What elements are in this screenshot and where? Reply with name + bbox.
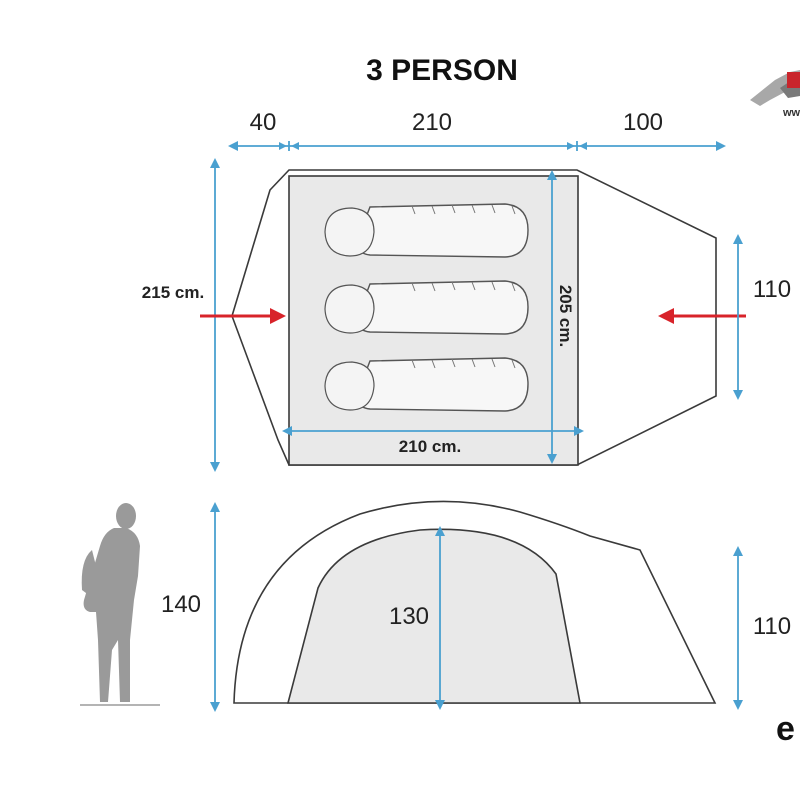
inner-length-label: 205 cm. (556, 285, 575, 347)
vestibule-dimension-line (733, 234, 743, 400)
brand-logo-icon: ww (750, 70, 800, 119)
inner-tent-side (286, 528, 581, 704)
dim-right-vestibule: 100 (623, 109, 663, 136)
person-silhouette-icon (81, 503, 140, 702)
person-height-dimension-line (210, 502, 220, 712)
tent-side-outline (233, 500, 717, 704)
entrance-arrow-icon (200, 308, 286, 324)
person-height-label: 140 (161, 591, 201, 618)
inner-width-dimension-line (282, 426, 584, 436)
logo-url-fragment: ww (782, 107, 800, 119)
inner-height-dimension-line (435, 526, 445, 710)
entrance-arrow-icon (658, 308, 746, 324)
vestibule-height-label: 110 (753, 276, 791, 303)
top-view: 40 210 100 215 cm. (142, 109, 791, 472)
inner-height-label: 130 (389, 603, 429, 630)
sleeping-bag-icon (324, 203, 529, 258)
top-dimension-line (228, 141, 726, 151)
dim-inner-length: 210 (412, 109, 452, 136)
width-label: 215 cm. (142, 283, 204, 302)
side-view: 140 130 110 (80, 500, 791, 712)
side-vestibule-height-label: 110 (753, 613, 791, 640)
sleeping-bag-icon (324, 357, 529, 412)
logo-letter: e (776, 710, 795, 748)
sleeping-bag-icon (324, 280, 529, 335)
diagram-title: 3 PERSON (366, 54, 518, 87)
dim-left-vestibule: 40 (250, 109, 277, 136)
inner-length-dimension-line (547, 170, 557, 464)
vestibule-height-dimension-line (733, 546, 743, 710)
inner-width-label: 210 cm. (399, 437, 461, 456)
